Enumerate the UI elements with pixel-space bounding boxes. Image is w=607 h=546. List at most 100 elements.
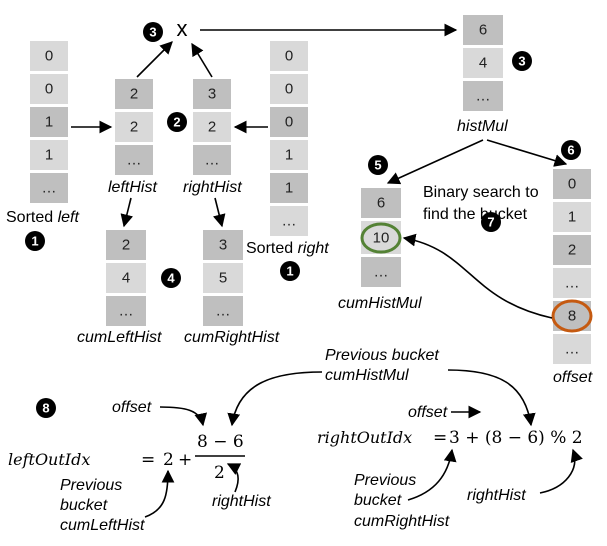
- cum-right-hist-column: 3 5 …: [203, 230, 243, 326]
- cum-left-hist-cell: 2: [122, 237, 130, 254]
- offset-annotation-left: offset: [112, 399, 152, 416]
- step-badge-number: 3: [518, 54, 525, 69]
- prev-right-line2: bucket: [354, 492, 402, 509]
- cum-left-hist-column: 2 4 …: [106, 230, 146, 326]
- offset-cell: 8: [568, 308, 576, 325]
- binary-search-line1: Binary search to: [423, 184, 539, 201]
- sorted-left-cell: 1: [45, 114, 53, 131]
- left-hist-cell: 2: [130, 86, 138, 103]
- left-formula-base: 2: [163, 450, 174, 470]
- arrow: [447, 369, 536, 427]
- sorted-left-column: 0 0 1 1 …: [30, 41, 68, 203]
- offset-cell: …: [565, 275, 580, 292]
- cum-left-hist-cell: …: [119, 303, 134, 320]
- prev-right-line3: cumRightHist: [354, 513, 450, 530]
- arrow: [136, 41, 173, 78]
- hist-mul-cell: …: [476, 88, 491, 105]
- right-formula-expr: 3 + (8 − 6) % 2: [449, 428, 583, 448]
- hist-mul-label: histMul: [457, 118, 508, 135]
- sorted-right-cell: 1: [285, 147, 293, 164]
- cum-hist-mul-cell: 6: [377, 195, 385, 212]
- left-hist-cells: 2 2 …: [115, 79, 153, 175]
- binary-search-line2: find the bucket: [423, 206, 528, 223]
- step-badge-number: 7: [487, 215, 494, 230]
- step-badge-number: 8: [42, 401, 49, 416]
- step-badges: 1 1 2 3 3 4 5 6 7 8: [25, 22, 581, 418]
- offset-column: 0 1 2 … 8 …: [553, 169, 591, 364]
- prev-bucket-mul-line1: Previous bucket: [325, 347, 439, 364]
- left-hist-cell: …: [127, 152, 142, 169]
- hist-mul-column: 6 4 …: [463, 15, 503, 111]
- step-badge: [25, 231, 45, 251]
- step-badge: [368, 155, 388, 175]
- left-hist-cell: 2: [130, 119, 138, 136]
- step-badge: [280, 261, 300, 281]
- arrow: [386, 139, 484, 185]
- step-badge: [36, 398, 56, 418]
- cum-right-hist-cell: 3: [219, 237, 227, 254]
- arrow: [144, 469, 175, 518]
- left-out-idx-lhs: leftOutIdx: [8, 450, 90, 469]
- sorted-left-cell: 0: [45, 48, 53, 65]
- left-formula-eq: =: [141, 450, 155, 470]
- offset-cell: …: [565, 341, 580, 358]
- cum-hist-mul-column: 6 10 …: [361, 188, 401, 287]
- prev-left-line2: bucket: [60, 497, 108, 514]
- offset-cell: 0: [568, 176, 576, 193]
- hist-mul-cell: 6: [479, 22, 487, 39]
- right-hist-column: 3 2 …: [193, 79, 231, 175]
- step-badge: [161, 268, 181, 288]
- sorted-left-cell: 1: [45, 147, 53, 164]
- arrow: [539, 448, 583, 494]
- cum-left-hist-label: cumLeftHist: [77, 329, 162, 346]
- offset-cell: 2: [568, 242, 576, 259]
- sorted-right-cell: 0: [285, 48, 293, 65]
- arrow: [159, 406, 208, 427]
- arrow: [402, 233, 553, 319]
- left-formula-denominator: 2: [214, 463, 225, 483]
- step-badge: [512, 51, 532, 71]
- right-formula-eq: =: [433, 428, 447, 448]
- left-hist-label: leftHist: [108, 179, 157, 196]
- left-formula-plus: +: [178, 450, 192, 470]
- right-hist-cell: …: [205, 152, 220, 169]
- cum-hist-mul-highlight: [360, 222, 402, 254]
- prev-left-line3: cumLeftHist: [60, 517, 145, 534]
- step-badge: [481, 212, 501, 232]
- step-badge-number: 4: [167, 271, 175, 286]
- sorted-right-label: Sorted right: [246, 240, 329, 257]
- sorted-left-cell: …: [42, 180, 57, 197]
- sorted-right-cell: 0: [285, 81, 293, 98]
- cum-hist-mul-cell: …: [374, 264, 389, 281]
- cum-right-hist-cell: …: [216, 303, 231, 320]
- offset-label: offset: [553, 369, 593, 386]
- step-badge-number: 2: [173, 115, 180, 130]
- right-hist-cell: 2: [208, 119, 216, 136]
- cum-right-hist-label: cumRightHist: [184, 329, 280, 346]
- sorted-left-cell: 0: [45, 81, 53, 98]
- cum-right-hist-cell: 5: [219, 270, 227, 287]
- right-out-idx-lhs: rightOutIdx: [317, 428, 412, 447]
- arrow: [191, 42, 213, 78]
- prev-bucket-mul-line2: cumHistMul: [325, 367, 409, 384]
- step-badge-number: 3: [149, 25, 156, 40]
- sorted-right-cell: …: [282, 213, 297, 230]
- cum-hist-mul-cell: 10: [373, 230, 390, 247]
- sorted-left-label: Sorted left: [6, 209, 79, 226]
- multiply-symbol: x: [177, 16, 188, 41]
- cum-hist-mul-label: cumHistMul: [338, 295, 422, 312]
- cum-left-hist-cell: 4: [122, 270, 130, 287]
- prev-left-line1: Previous: [60, 477, 122, 494]
- right-hist-annotation-left: rightHist: [212, 493, 271, 510]
- left-formula-numerator: 8 − 6: [197, 432, 244, 452]
- arrow: [120, 197, 134, 228]
- step-badge-number: 5: [374, 158, 381, 173]
- arrow: [407, 448, 457, 501]
- step-badge: [167, 112, 187, 132]
- right-hist-label: rightHist: [183, 179, 242, 196]
- arrows: [71, 23, 568, 319]
- offset-cell: 1: [568, 209, 576, 226]
- offset-annotation-right: offset: [408, 404, 448, 421]
- step-badge-number: 1: [31, 234, 38, 249]
